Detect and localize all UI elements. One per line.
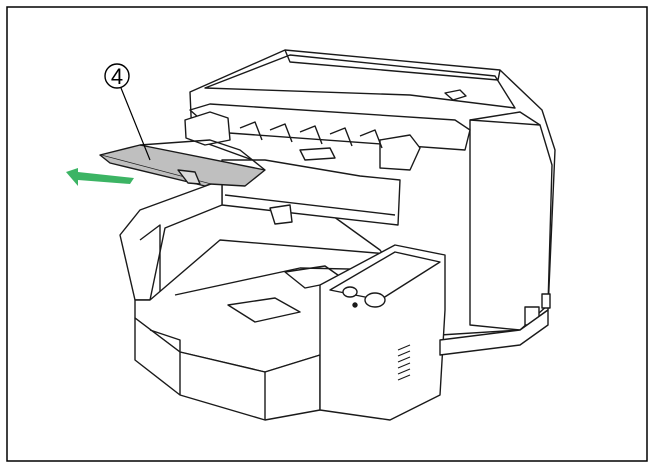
- callout-number: 4: [111, 64, 123, 89]
- panel-indicator: [352, 302, 358, 308]
- extension-tray-back: [139, 139, 266, 171]
- lid-edge-line: [284, 49, 501, 81]
- stacker-slot-a: [227, 297, 301, 323]
- callout-4: 4: [104, 63, 151, 161]
- extension-tray-edge: [99, 154, 211, 187]
- stacker-base-step: [149, 329, 181, 395]
- vent-grille: [397, 344, 411, 381]
- paper-guide-right: [379, 134, 421, 171]
- panel-button-large: [364, 292, 386, 308]
- side-connector-port: [541, 293, 551, 309]
- control-panel-top: [329, 251, 441, 301]
- lid-surface-line: [204, 54, 516, 109]
- feed-rollers: [239, 121, 383, 161]
- panel-button-small: [342, 286, 358, 298]
- figure-frame: [6, 6, 648, 462]
- extension-tray-lip: [177, 169, 201, 185]
- callout-circle: [104, 63, 130, 89]
- scanner-base-right: [439, 309, 549, 356]
- scanner-illustration: [99, 49, 556, 421]
- paper-guide-left: [184, 111, 231, 146]
- arrow-pull-out-icon: [66, 168, 134, 186]
- lid-latch: [444, 89, 467, 101]
- scanner-right-side: [469, 119, 553, 331]
- right-side-bevel: [469, 111, 541, 126]
- output-frame-left-inner: [139, 224, 161, 300]
- callout-leader-line: [120, 87, 151, 161]
- exit-slot-clip: [269, 204, 293, 225]
- exit-slot-line: [224, 194, 396, 216]
